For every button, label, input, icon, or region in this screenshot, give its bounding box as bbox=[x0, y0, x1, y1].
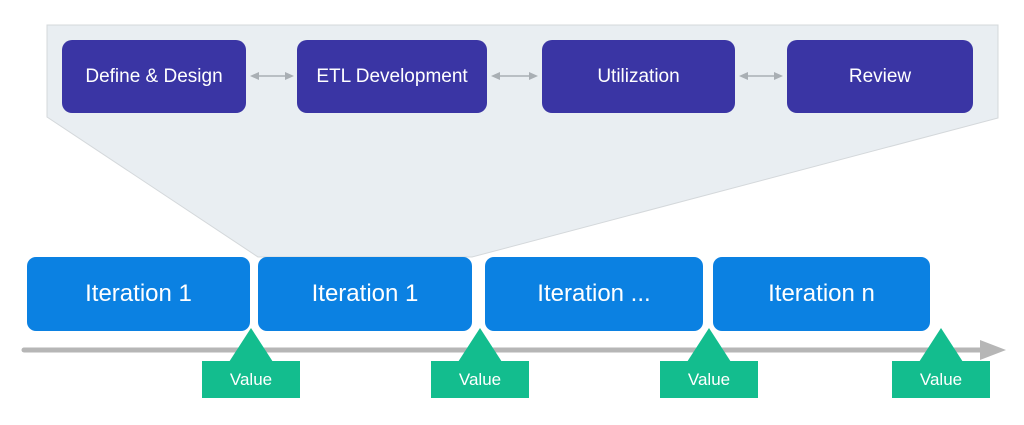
iteration-label: Iteration ... bbox=[537, 280, 651, 307]
value-pointer-icon bbox=[687, 328, 731, 362]
value-marker-label: Value bbox=[687, 369, 731, 389]
phase-box-review: Review bbox=[787, 40, 973, 113]
iteration-box-2: Iteration 1 bbox=[258, 257, 472, 331]
value-marker: Value bbox=[892, 361, 990, 398]
timeline-axis bbox=[21, 340, 1006, 360]
bidirectional-arrow-icon bbox=[739, 72, 783, 80]
phase-label: Utilization bbox=[597, 65, 680, 87]
phase-label: ETL Development bbox=[316, 65, 468, 87]
phase-box-etl-development: ETL Development bbox=[297, 40, 487, 113]
value-pointer-icon bbox=[229, 328, 273, 362]
value-marker: Value bbox=[431, 361, 529, 398]
phase-box-define-design: Define & Design bbox=[62, 40, 246, 113]
phase-label: Review bbox=[848, 65, 912, 87]
phase-box-utilization: Utilization bbox=[542, 40, 735, 113]
value-marker-label: Value bbox=[919, 369, 963, 389]
bidirectional-arrow-icon bbox=[491, 72, 538, 80]
iteration-box-1: Iteration 1 bbox=[27, 257, 250, 331]
zoom-funnel-shape bbox=[46, 24, 999, 258]
value-marker-label: Value bbox=[458, 369, 502, 389]
bidirectional-arrow-icon bbox=[250, 72, 294, 80]
value-marker-label: Value bbox=[229, 369, 273, 389]
timeline-arrowhead-icon bbox=[980, 340, 1006, 360]
iteration-label: Iteration 1 bbox=[311, 280, 419, 307]
phase-label: Define & Design bbox=[85, 65, 223, 87]
iteration-label: Iteration n bbox=[768, 280, 875, 307]
value-marker: Value bbox=[660, 361, 758, 398]
iteration-box-n: Iteration n bbox=[713, 257, 930, 331]
value-marker: Value bbox=[202, 361, 300, 398]
iteration-box-ellipsis: Iteration ... bbox=[485, 257, 703, 331]
iteration-label: Iteration 1 bbox=[85, 280, 192, 307]
value-pointer-icon bbox=[458, 328, 502, 362]
value-pointer-icon bbox=[919, 328, 963, 362]
